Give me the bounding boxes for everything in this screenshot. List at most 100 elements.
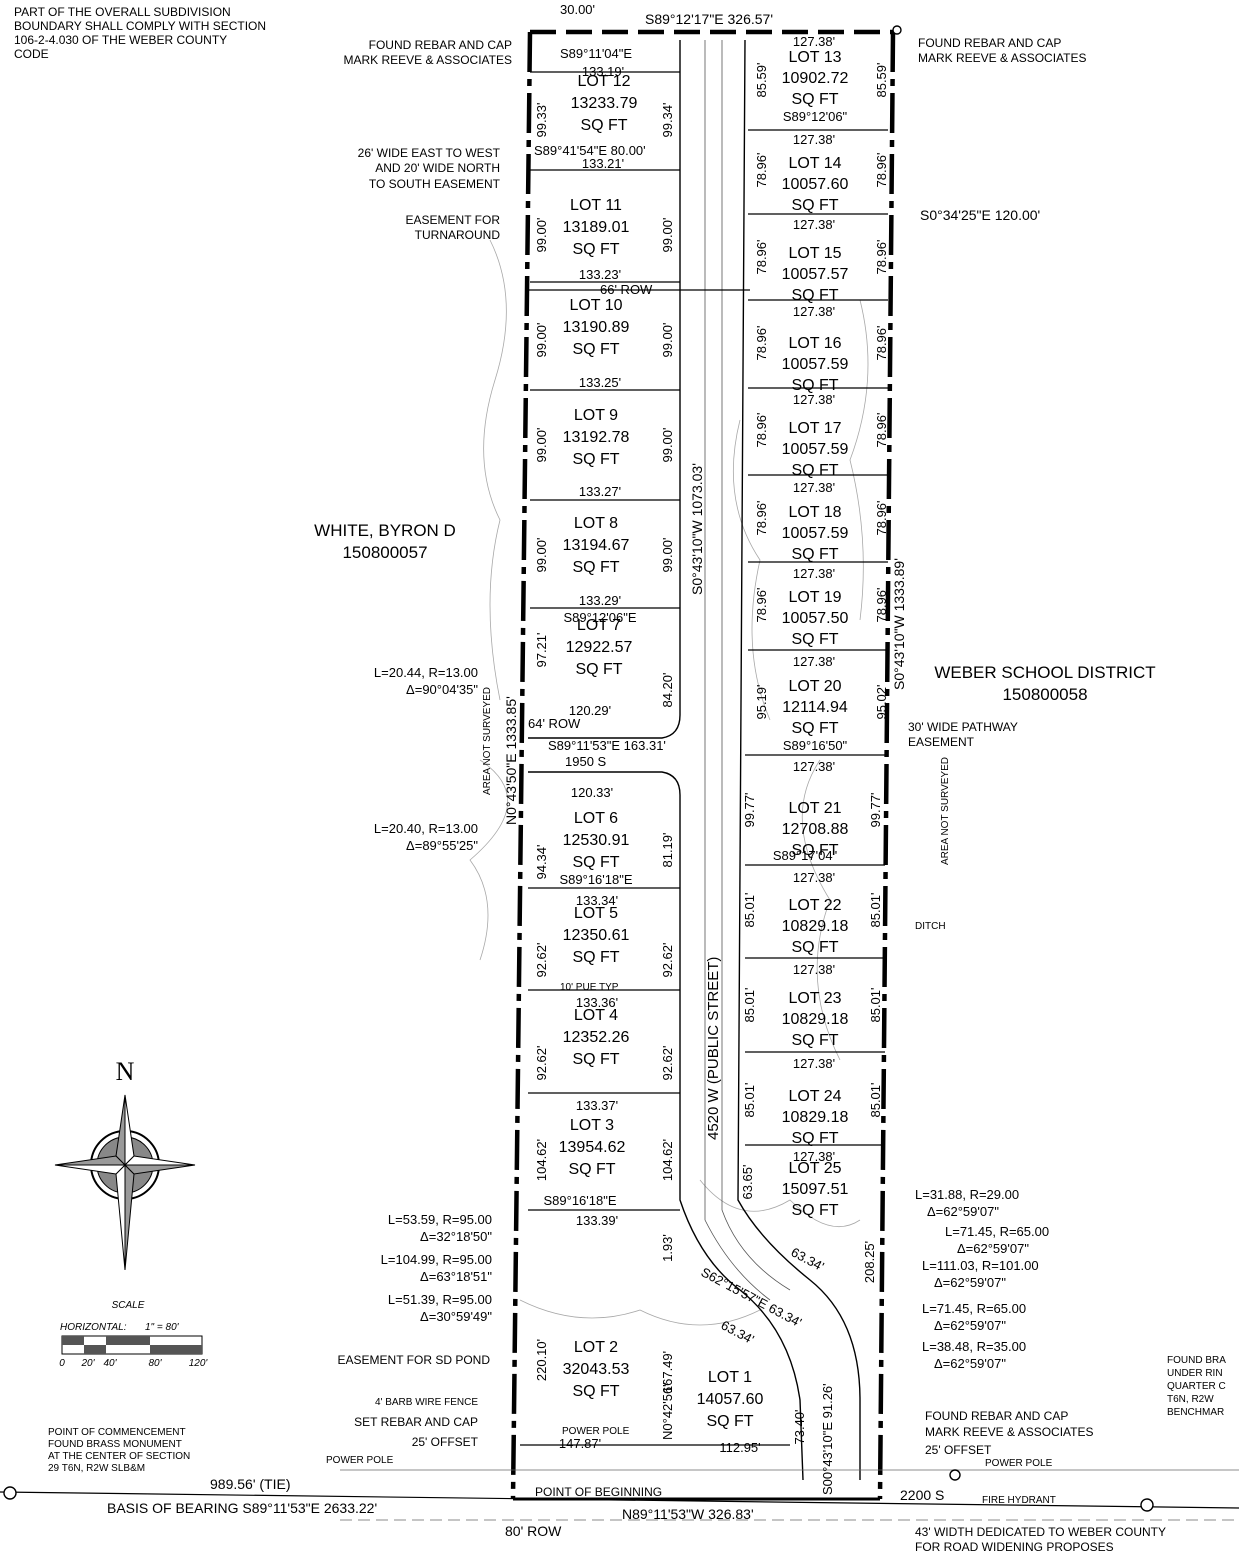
curve-data: L=71.45, R=65.00	[922, 1301, 1026, 1316]
dim-30: 30.00'	[560, 2, 595, 17]
east-lot-depth: 78.96'	[874, 152, 889, 187]
scale-tick-40: 40'	[103, 1358, 117, 1369]
diag-b: 63.34'	[719, 1317, 757, 1347]
barb-fence: 4' BARB WIRE FENCE	[375, 1397, 478, 1408]
east-lot-depth: 78.96'	[754, 239, 769, 274]
lot-area: 10829.18	[782, 918, 849, 935]
easement-turnaround: EASEMENT FOR	[406, 213, 501, 227]
east-lot-depth: 78.96'	[754, 152, 769, 187]
lot-sqft: SQ FT	[568, 1161, 615, 1178]
lot-sqft: SQ FT	[791, 1202, 838, 1219]
west-lot-width: 133.27'	[579, 484, 621, 499]
lot-number: LOT 23	[788, 990, 841, 1007]
scale-tick-120: 120'	[189, 1358, 209, 1369]
bearing-lot11: S89°41'54"E 80.00'	[534, 143, 646, 158]
subdivision-note: PART OF THE OVERALL SUBDIVISION BOUNDARY…	[14, 5, 266, 61]
commencement-monument-icon	[3, 1486, 17, 1500]
found-rebar-left: MARK REEVE & ASSOCIATES	[344, 53, 513, 67]
topo-contours	[469, 239, 869, 1326]
easement-ew: AND 20' WIDE NORTH	[375, 161, 500, 175]
west-lot-width: 133.21'	[582, 156, 624, 171]
west-lot-depth: 99.34'	[660, 102, 675, 137]
found-brass-right: T6N, R2W	[1167, 1394, 1214, 1405]
owner-east: 150800058	[1002, 685, 1087, 704]
west-lot-width: 133.39'	[576, 1213, 618, 1228]
lot-number: LOT 6	[574, 810, 618, 827]
lot-area: 12530.91	[563, 832, 630, 849]
east-lot-depth: 85.59'	[874, 62, 889, 97]
power-pole-mid: POWER POLE	[562, 1426, 630, 1437]
owner-west: WHITE, BYRON D	[314, 521, 456, 540]
west-lot-depth: 99.00'	[660, 427, 675, 462]
east-lot-depth: 85.01'	[742, 987, 757, 1022]
east-lot-depth: 78.96'	[754, 587, 769, 622]
dimension-labels: 133.19'133.21'133.23'133.25'133.27'133.2…	[534, 34, 889, 1455]
lot-sqft: SQ FT	[572, 854, 619, 871]
note-line: CODE	[14, 47, 49, 61]
lot-area: 10057.59	[782, 356, 849, 373]
east-lot-width: 127.38'	[793, 962, 835, 977]
west-lot-depth: 99.00'	[534, 217, 549, 252]
east-lot-depth: 63.65'	[740, 1164, 755, 1199]
easement-ew: TO SOUTH EASEMENT	[369, 177, 501, 191]
lot-sqft: SQ FT	[791, 546, 838, 563]
north-label: N	[116, 1057, 135, 1086]
east-lot-depth: 95.02'	[874, 684, 889, 719]
west-lot-depth: 99.00'	[534, 322, 549, 357]
lot-number: LOT 5	[574, 905, 618, 922]
offset-right: 25' OFFSET	[925, 1443, 992, 1457]
west-lot-depth: 92.62'	[660, 1045, 675, 1080]
street-1950s: 1950 S	[565, 754, 607, 769]
lot-number: LOT 2	[574, 1339, 618, 1356]
west-lot-width: 112.95'	[719, 1440, 760, 1455]
east-lot-depth: 78.96'	[754, 500, 769, 535]
curve-data: L=53.59, R=95.00	[388, 1212, 492, 1227]
west-lot-bearing: S89°16'18"E	[543, 1193, 616, 1208]
lot-number: LOT 24	[788, 1088, 841, 1105]
basis-of-bearing: BASIS OF BEARING S89°11'53"E 2633.22'	[107, 1500, 377, 1516]
lot-area: 10829.18	[782, 1109, 849, 1126]
east-lot-width: 127.38'	[793, 870, 835, 885]
street-lines	[0, 1469, 1239, 1521]
lot-number: LOT 15	[788, 245, 841, 262]
east-lot-bearing: S89°12'06"	[783, 109, 848, 124]
cross-bearing: S89°11'53"E 163.31'	[548, 738, 666, 753]
area-not-surveyed-right: AREA NOT SURVEYED	[940, 757, 951, 865]
west-lot-depth: 94.34'	[534, 844, 549, 879]
curve-delta: Δ=63°18'51"	[420, 1269, 492, 1284]
pue-typ: 10' PUE TYP	[560, 982, 619, 993]
bottom-bearing: N89°11'53"W 326.83'	[622, 1506, 754, 1522]
lot-sqft: SQ FT	[572, 1051, 619, 1068]
note-line: BOUNDARY SHALL COMPLY WITH SECTION	[14, 19, 266, 33]
lot-sqft: SQ FT	[572, 559, 619, 576]
set-rebar: SET REBAR AND CAP	[354, 1415, 478, 1429]
lot-sqft: SQ FT	[580, 117, 627, 134]
lot-number: LOT 10	[569, 297, 622, 314]
east-lot-bearing: S89°16'50"	[783, 738, 848, 753]
bearing-lot12: S89°11'04"E	[560, 46, 632, 61]
lot-number: LOT 7	[577, 617, 621, 634]
west-lot-depth: 92.62'	[660, 942, 675, 977]
lot-area: 10057.60	[782, 176, 849, 193]
lot-area: 13954.62	[559, 1139, 626, 1156]
east-lot-width: 127.38'	[793, 1056, 835, 1071]
commencement: AT THE CENTER OF SECTION	[48, 1451, 190, 1462]
main-bearing: S0°43'10"W 1073.03'	[689, 463, 705, 595]
west-lot-depth: 84.20'	[660, 672, 675, 707]
east-lot-depth: 78.96'	[874, 500, 889, 535]
found-rebar-bottom: FOUND REBAR AND CAP	[925, 1409, 1068, 1423]
east-lot-width: 127.38'	[793, 217, 835, 232]
east-lot-depth: 95.19'	[754, 684, 769, 719]
east-lot-depth: 99.77'	[742, 792, 757, 827]
sd-pond-easement: EASEMENT FOR SD POND	[338, 1353, 491, 1367]
lot-number: LOT 22	[788, 897, 841, 914]
west-lot-depth: 1.93'	[660, 1234, 675, 1262]
lot-area: 10057.50	[782, 610, 849, 627]
found-brass-right: FOUND BRA	[1167, 1355, 1226, 1366]
lot-sqft: SQ FT	[706, 1413, 753, 1430]
lot-area: 12114.94	[782, 699, 848, 716]
scale-ratio: 1" = 80'	[145, 1322, 180, 1333]
lot-area: 13190.89	[563, 319, 630, 336]
west-boundary-bearing: N0°43'50"E 1333.85'	[503, 696, 519, 825]
